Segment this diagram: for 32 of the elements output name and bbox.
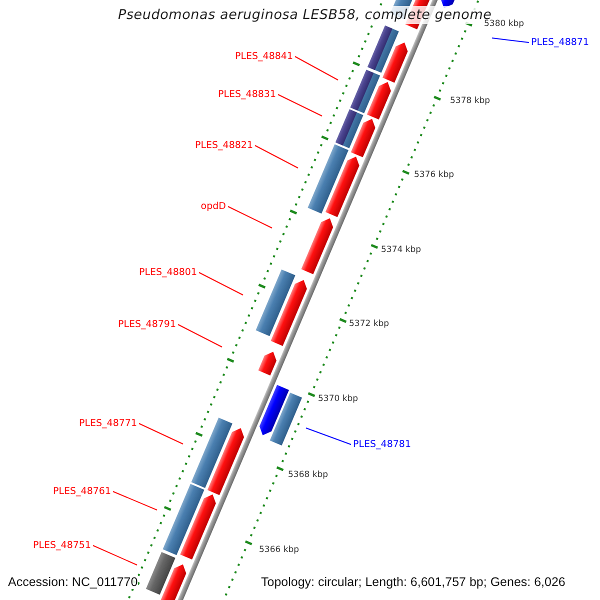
tick-label: 5372 kbp (349, 319, 390, 329)
tick-label: 5374 kbp (381, 245, 422, 255)
gene-label: PLES_48791 (118, 319, 176, 330)
gene-label: opdD (200, 201, 226, 212)
leader-line (254, 145, 298, 168)
leader-line (178, 324, 222, 348)
tick-label: 5370 kbp (318, 394, 358, 404)
leader-line (228, 206, 272, 228)
tick-label: 5378 kbp (450, 96, 490, 106)
leader-line (138, 423, 184, 444)
gene-label: PLES_48801 (138, 267, 197, 278)
leader-line (294, 56, 338, 80)
tick-label: 5376 kbp (414, 170, 454, 180)
tick-label: 5368 kbp (288, 470, 328, 480)
leader-line (112, 491, 158, 510)
tick-label: 5380 kbp (484, 19, 524, 29)
leader-line (92, 545, 138, 566)
gene-label: PLES_48751 (32, 540, 91, 551)
leader-line (306, 428, 352, 445)
leader-line (278, 94, 322, 116)
leader-line (492, 38, 530, 43)
leader-line (198, 272, 244, 296)
gene-label: PLES_48771 (78, 418, 137, 429)
tick-label: 5366 kbp (259, 545, 300, 555)
accession-note: Accession: NC_011770 (8, 575, 138, 589)
gene-label: PLES_48841 (234, 51, 293, 62)
gene-label: PLES_48831 (218, 89, 276, 100)
gene-label: PLES_48821 (194, 140, 253, 151)
genome-info-note: Topology: circular; Length: 6,601,757 bp; Genes: 6,026 (261, 575, 566, 589)
gene-label: PLES_48781 (353, 439, 412, 450)
gene-label: PLES_48761 (52, 486, 111, 497)
gene-label: PLES_48871 (531, 37, 590, 48)
